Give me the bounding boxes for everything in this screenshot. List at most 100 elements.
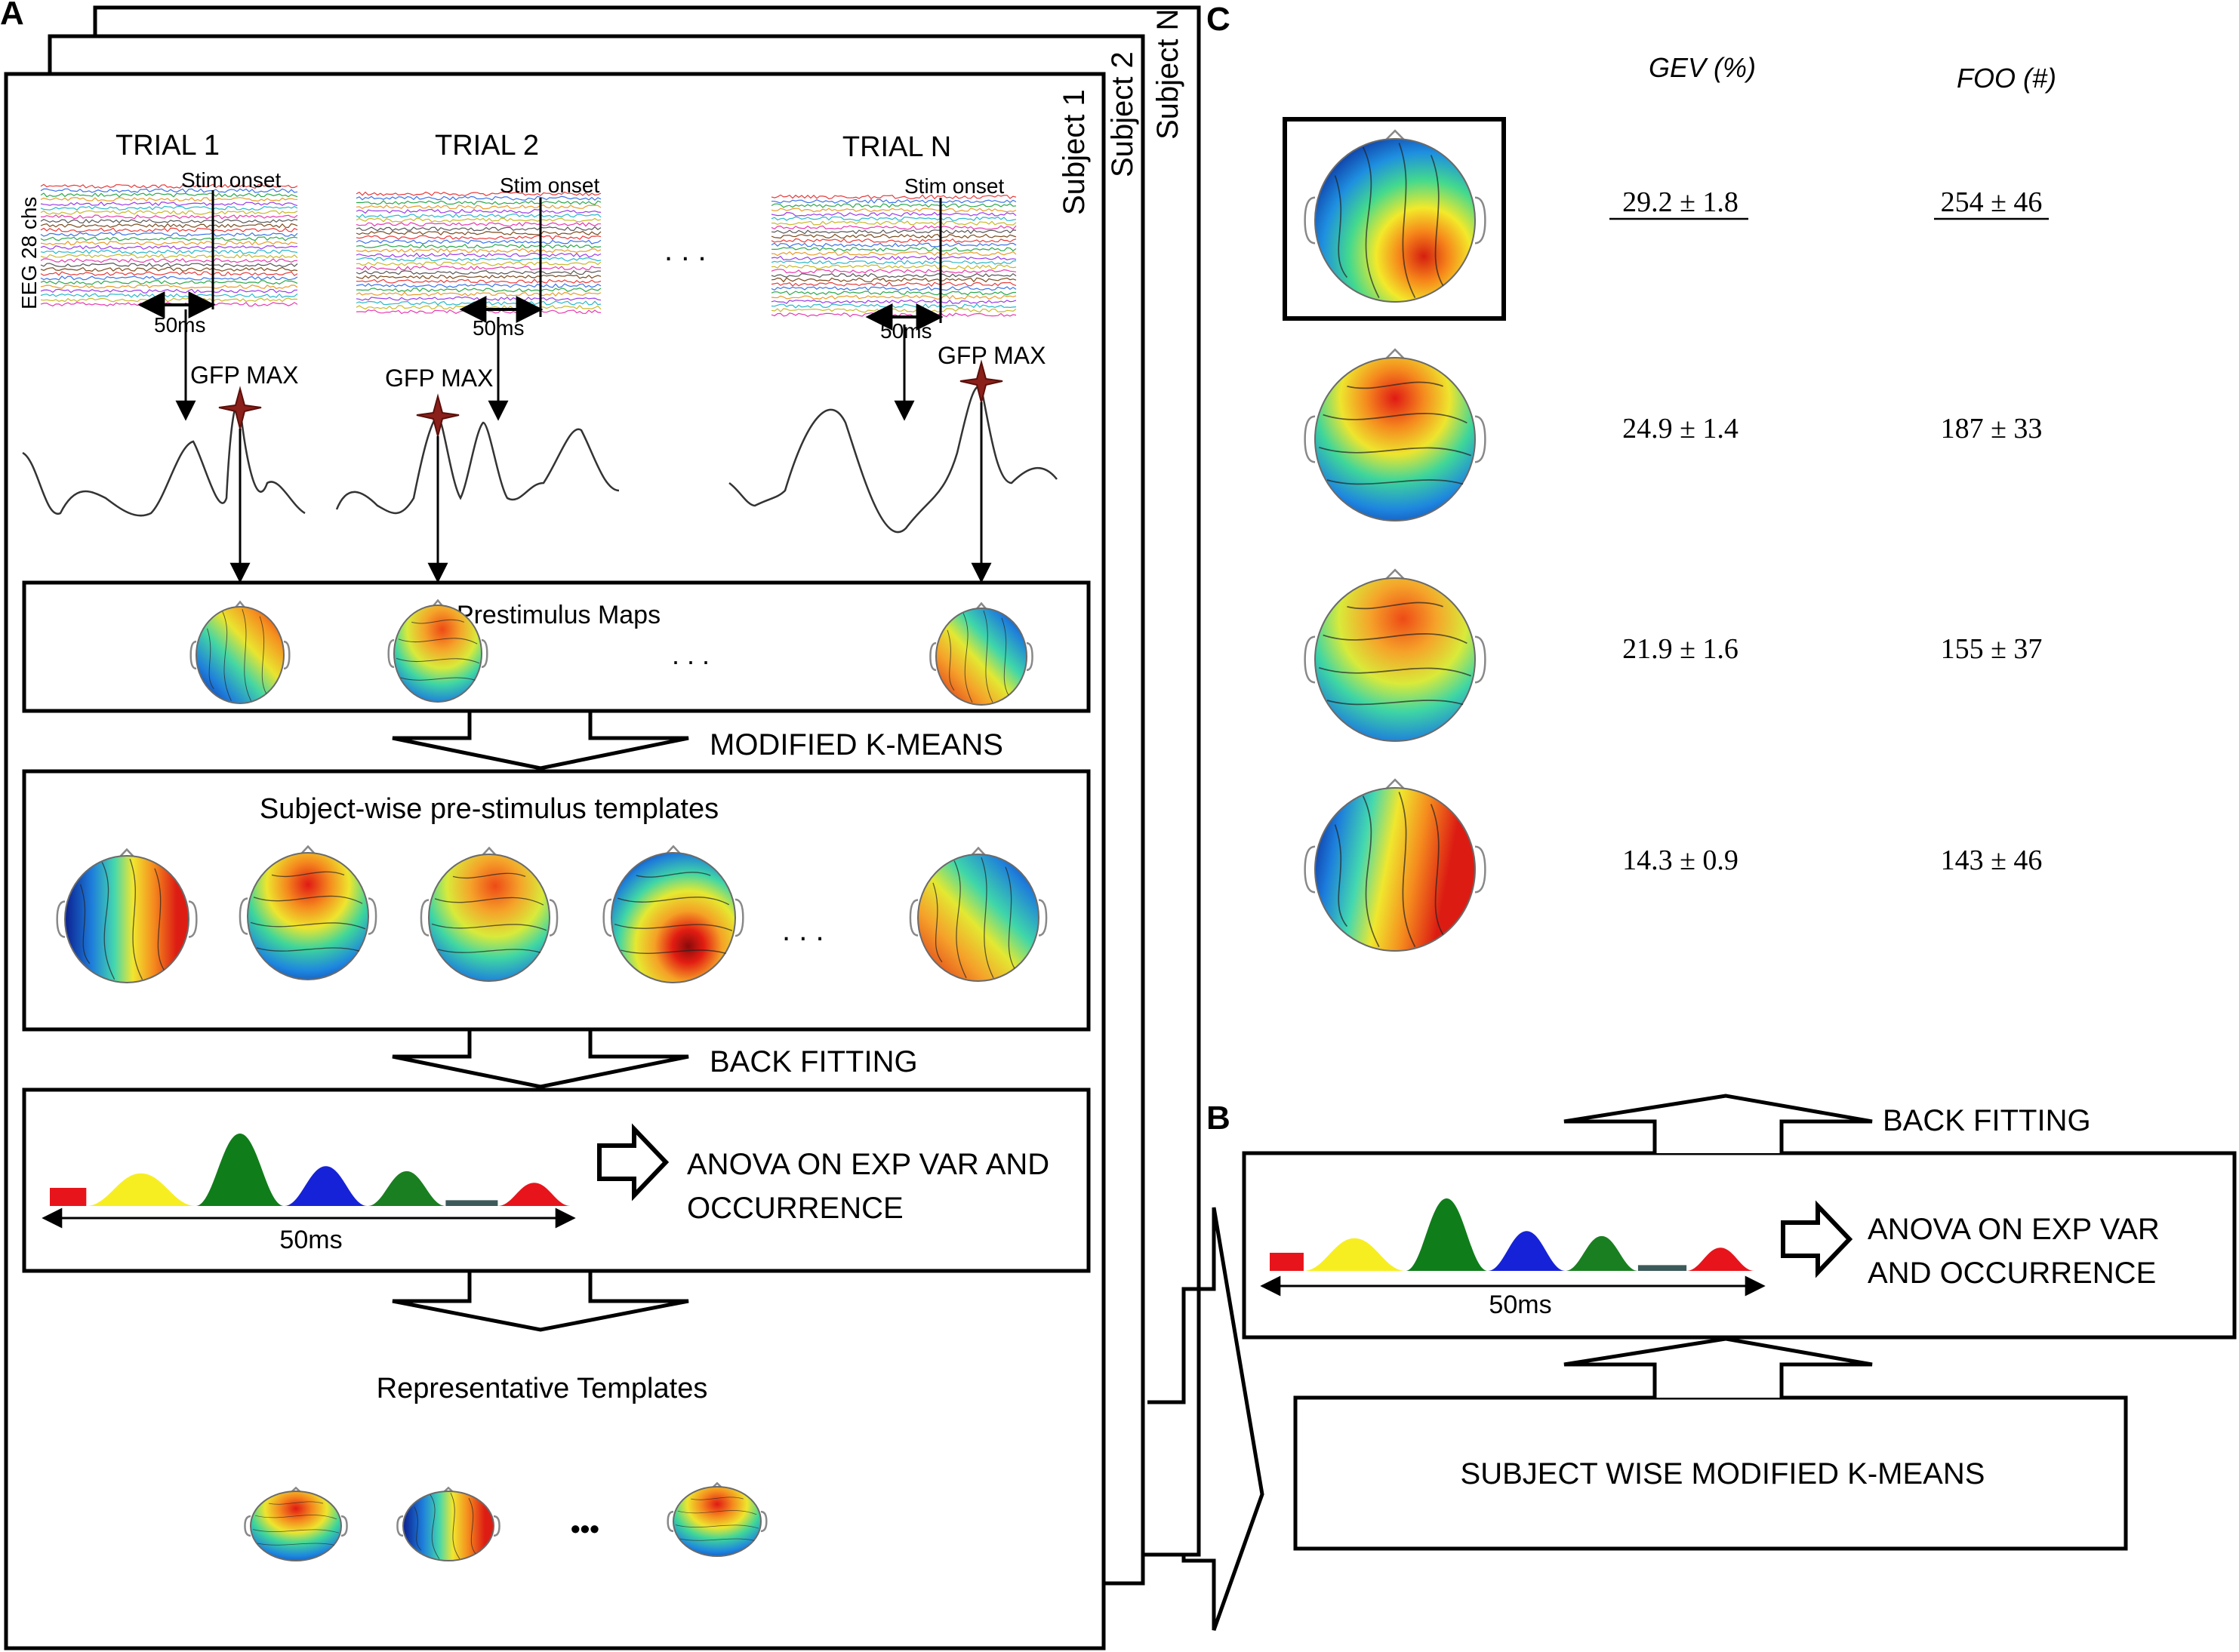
right-ear	[1026, 641, 1033, 672]
eeg-channel-trace	[771, 264, 1017, 269]
group-template-1	[1304, 129, 1486, 303]
subject-templates-box	[22, 769, 1091, 1032]
subject-templates-topomaps	[56, 844, 1048, 983]
left-ear	[56, 900, 66, 938]
microstate-segment	[1270, 1253, 1304, 1271]
group-templates-topomaps	[1304, 129, 1486, 952]
panel-label-a: A	[0, 0, 24, 32]
eeg-channel-trace	[771, 272, 1017, 278]
eeg-channel-trace	[40, 183, 298, 189]
eeg-channel-trace	[356, 235, 602, 241]
eeg-channel-trace	[356, 257, 602, 262]
group-template-2	[1304, 348, 1486, 521]
eeg-channel-trace	[40, 288, 298, 294]
left-ear	[667, 1510, 674, 1533]
scalp-field	[64, 855, 189, 983]
left-ear	[909, 899, 919, 937]
eeg-channel-trace	[40, 197, 298, 202]
gev-value: 24.9 ± 1.4	[1622, 413, 1739, 445]
stim-onset-label-2: Stim onset	[500, 174, 599, 197]
stim-onset-label-1: Stim onset	[181, 168, 281, 192]
eeg-traces-trial-n	[771, 194, 1017, 318]
trial-2-label: TRIAL 2	[435, 130, 539, 162]
gev-value: 21.9 ± 1.6	[1622, 633, 1739, 665]
eeg-channel-trace	[771, 242, 1017, 248]
eeg-channel-trace	[40, 240, 298, 246]
group-template-4	[1304, 778, 1486, 952]
eeg-channel-trace	[356, 230, 602, 236]
gev-value: 14.3 ± 0.9	[1622, 844, 1739, 876]
eeg-channel-trace	[356, 288, 602, 293]
left-ear	[929, 641, 937, 672]
eeg-channel-trace	[40, 205, 298, 211]
gfp-curve-2	[335, 414, 620, 515]
eeg-channel-trace	[771, 291, 1016, 296]
subject-2-label: Subject 2	[1106, 51, 1139, 177]
panel-label-b: B	[1206, 1100, 1230, 1137]
gfp-curve-1	[22, 402, 306, 517]
hollow-arrow-backfitting	[392, 1029, 689, 1089]
foo-value: 155 ± 37	[1941, 633, 2043, 665]
eeg-channel-trace	[356, 208, 602, 214]
scalp-field	[196, 606, 285, 704]
right-ear	[1474, 196, 1486, 245]
big-right-arrow-to-b	[1147, 1207, 1264, 1631]
left-ear	[1304, 635, 1316, 684]
eeg-channel-trace	[771, 247, 1017, 252]
eeg-channel-trace	[771, 198, 1017, 204]
scalp-field	[611, 852, 736, 983]
group-template-3	[1304, 568, 1486, 742]
trial-n-label: TRIAL N	[842, 131, 951, 163]
left-ear	[387, 638, 395, 669]
eeg-channel-trace	[356, 222, 601, 227]
right-ear	[283, 640, 291, 670]
eeg-channel-trace	[40, 227, 298, 232]
eeg-channel-trace	[771, 225, 1017, 230]
eeg-traces-trial-1	[40, 183, 298, 307]
scalp-field	[1314, 787, 1476, 952]
prestimulus-maps-box	[22, 580, 1091, 713]
right-ear	[1474, 845, 1486, 894]
representative-template-3	[667, 1481, 768, 1557]
gfp-max-label-2: GFP MAX	[385, 365, 493, 392]
anova-line1-b: ANOVA ON EXP VAR	[1868, 1213, 2160, 1246]
prestimulus-maps-label: Prestimulus Maps	[457, 601, 661, 629]
prestimulus-map-2	[387, 598, 488, 703]
eeg-channel-trace	[356, 269, 602, 275]
representative-template-2	[396, 1486, 500, 1561]
gfp-max-label-n: GFP MAX	[938, 342, 1046, 369]
scalp-field	[673, 1486, 762, 1557]
eeg-channel-trace	[356, 291, 602, 297]
eeg-channels-label: EEG 28 chs	[17, 197, 41, 309]
microstate-segment	[1303, 1238, 1406, 1271]
subject-n-label: Subject N	[1151, 9, 1184, 140]
eeg-channel-trace	[356, 265, 602, 271]
microstate-segment	[367, 1171, 446, 1206]
right-ear	[493, 1515, 500, 1537]
gev-value: 29.2 ± 1.8	[1622, 186, 1739, 218]
scalp-field	[1314, 138, 1476, 303]
subject-wise-kmeans-label: SUBJECT WISE MODIFIED K-MEANS	[1461, 1457, 1985, 1490]
scalp-field	[917, 854, 1039, 982]
nose	[1384, 568, 1406, 580]
eeg-channel-trace	[356, 252, 602, 258]
eeg-channel-trace	[356, 200, 602, 205]
subject-template-1	[56, 848, 198, 983]
ellipsis-templates: . . .	[782, 914, 824, 947]
gfp-curve-n	[728, 386, 1058, 534]
hollow-arrow-representative	[392, 1272, 689, 1332]
eeg-channel-trace	[356, 205, 602, 210]
eeg-channel-trace	[40, 275, 298, 281]
microstate-segment	[1405, 1198, 1488, 1271]
selected-template-box	[1283, 117, 1506, 321]
header-foo: FOO (#)	[1957, 63, 2056, 94]
eeg-channel-trace	[40, 271, 298, 276]
eeg-channel-trace	[40, 254, 298, 259]
representative-templates-label: Representative Templates	[377, 1373, 708, 1404]
eeg-channel-trace	[356, 248, 602, 254]
hollow-up-arrow-kmeans	[1563, 1337, 1873, 1398]
scalp-field	[1314, 357, 1476, 521]
eeg-channel-trace	[40, 236, 298, 241]
hollow-up-arrow-backfitting	[1563, 1094, 1873, 1153]
